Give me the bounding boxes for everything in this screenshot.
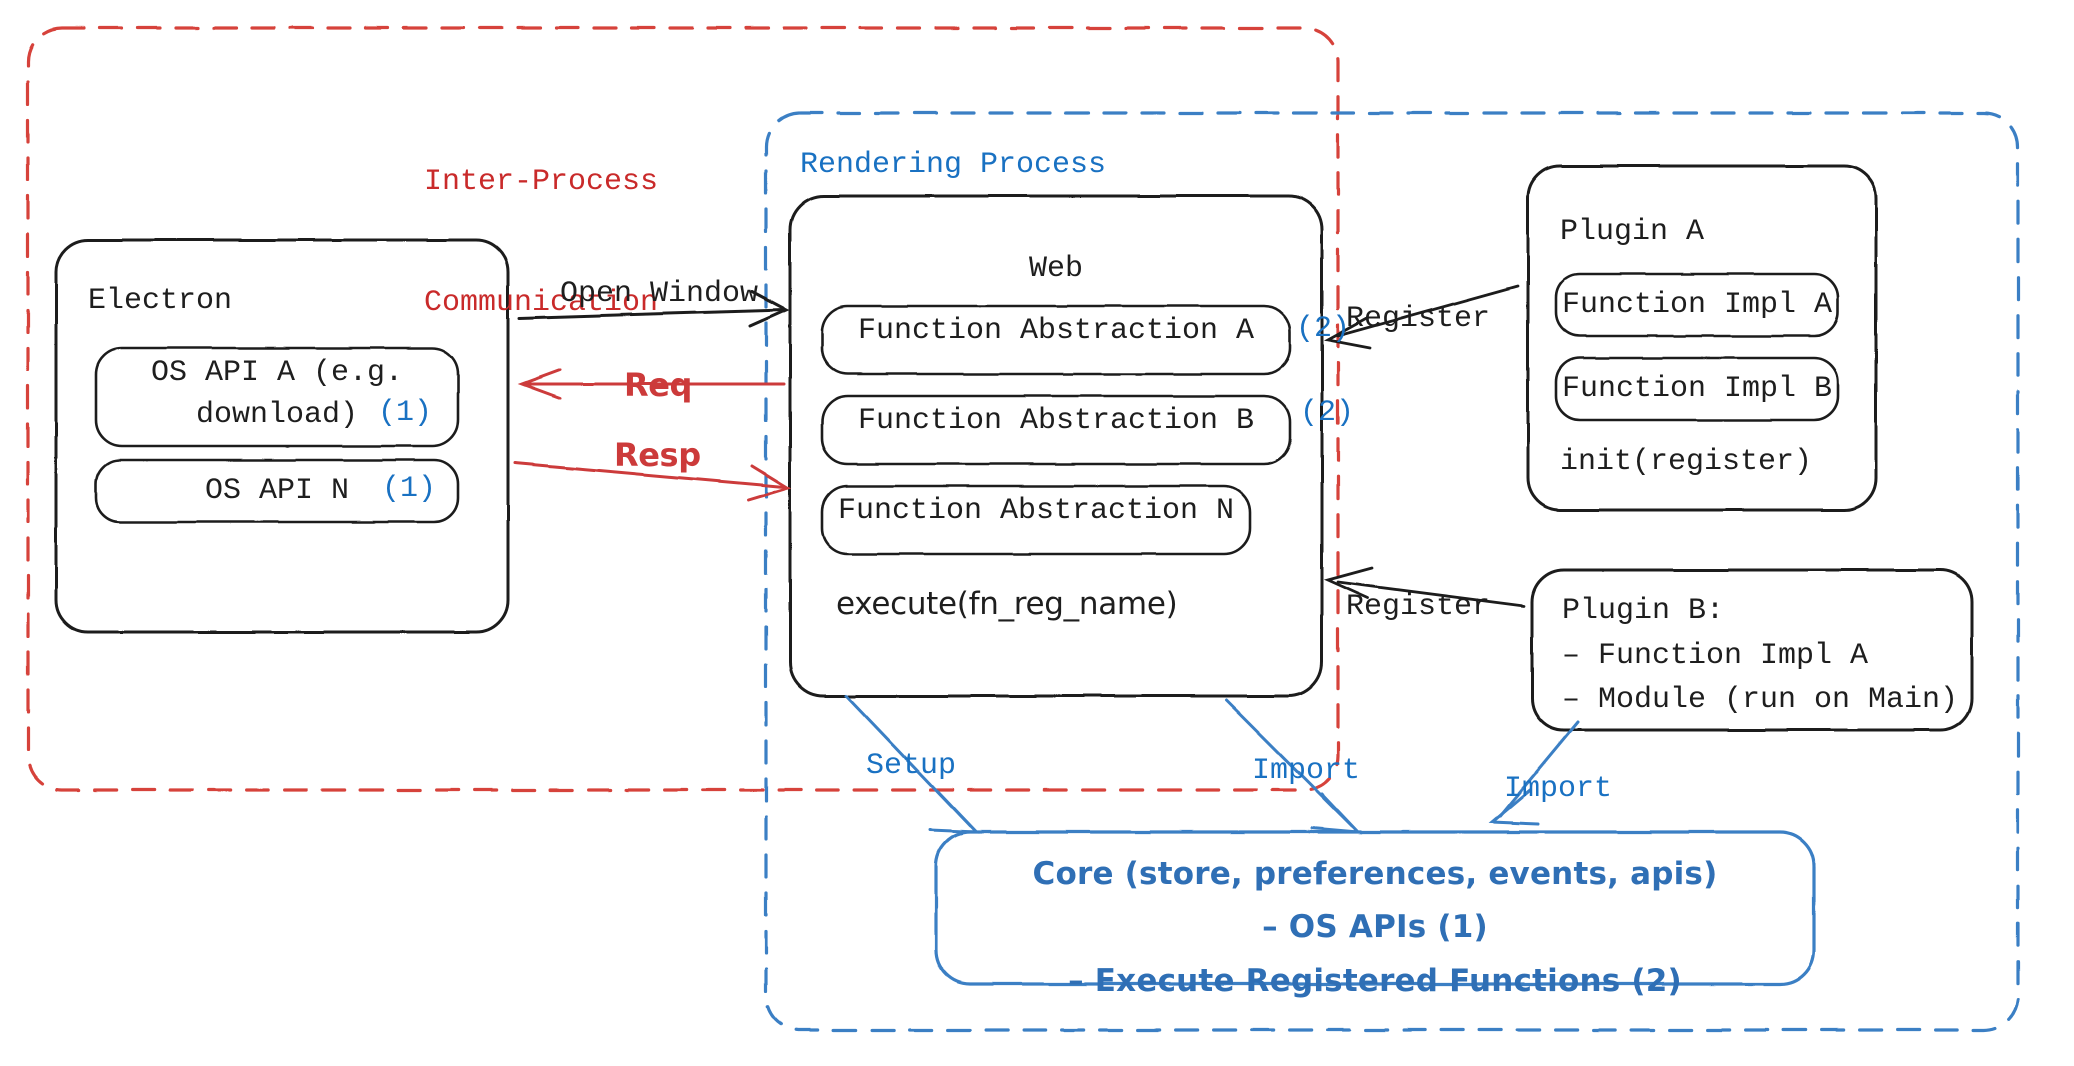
os-api-a-item[interactable]: OS API A (e.g. download): [96, 352, 458, 436]
function-abstraction-a-label: Function Abstraction A: [857, 314, 1255, 348]
function-abstraction-b-label: Function Abstraction B: [857, 404, 1255, 438]
core-line-1: Core (store, preferences, events, apis): [1032, 856, 1718, 892]
plugin-a-impl-a-label: Function Impl A: [1561, 288, 1833, 322]
import-right-label: Import: [1504, 772, 1613, 806]
function-abstraction-n-item[interactable]: Function Abstraction N: [822, 492, 1250, 532]
function-abstraction-n-label: Function Abstraction N: [837, 494, 1235, 528]
core-line-3: – Execute Registered Functions (2): [1068, 962, 1682, 999]
plugin-b-item-0: – Function Impl A: [1562, 639, 1869, 673]
electron-title: Electron: [88, 284, 233, 318]
plugin-a-impl-b-item[interactable]: Function Impl B: [1556, 370, 1838, 410]
plugin-b-title: Plugin B:: [1562, 594, 1725, 628]
setup-label: Setup: [866, 749, 957, 783]
import-center-label: Import: [1252, 754, 1361, 788]
resp-label: Resp: [614, 436, 701, 474]
core-line-2: – OS APIs (1): [1262, 909, 1488, 946]
web-title: Web: [1028, 252, 1083, 286]
core-box[interactable]: Core (store, preferences, events, apis) …: [936, 848, 1814, 1008]
register-top-label: Register: [1346, 302, 1491, 336]
web-execute-label: execute(fn_reg_name): [836, 586, 1178, 622]
register-bottom-label: Register: [1346, 590, 1491, 624]
os-api-n-label: OS API N: [204, 474, 350, 508]
ipc-label-line1: Inter-Process: [424, 165, 659, 200]
ipc-label-line2: Communication: [424, 285, 659, 320]
os-api-n-item[interactable]: OS API N: [96, 472, 458, 512]
os-api-n-tag: (1): [382, 472, 437, 506]
ipc-region-label: Inter-Process Communication: [424, 82, 658, 404]
req-label: Req: [624, 366, 693, 404]
os-api-a-tag: (1): [378, 396, 433, 430]
function-abstraction-a-item[interactable]: Function Abstraction A: [822, 312, 1290, 352]
open-window-label: Open Window: [560, 277, 759, 311]
plugin-a-title: Plugin A: [1560, 215, 1705, 249]
function-abstraction-b-item[interactable]: Function Abstraction B: [822, 402, 1290, 442]
function-abstraction-b-tag: (2): [1300, 396, 1355, 430]
function-abstraction-a-tag: (2): [1296, 312, 1351, 346]
plugin-a-impl-b-label: Function Impl B: [1561, 372, 1833, 406]
plugin-a-impl-a-item[interactable]: Function Impl A: [1556, 286, 1838, 326]
rendering-region-label: Rendering Process: [800, 148, 1107, 182]
plugin-b-item-1: – Module (run on Main): [1562, 683, 1959, 717]
plugin-a-init-label: init(register): [1560, 445, 1813, 479]
os-api-a-label: OS API A (e.g. download): [150, 356, 404, 432]
